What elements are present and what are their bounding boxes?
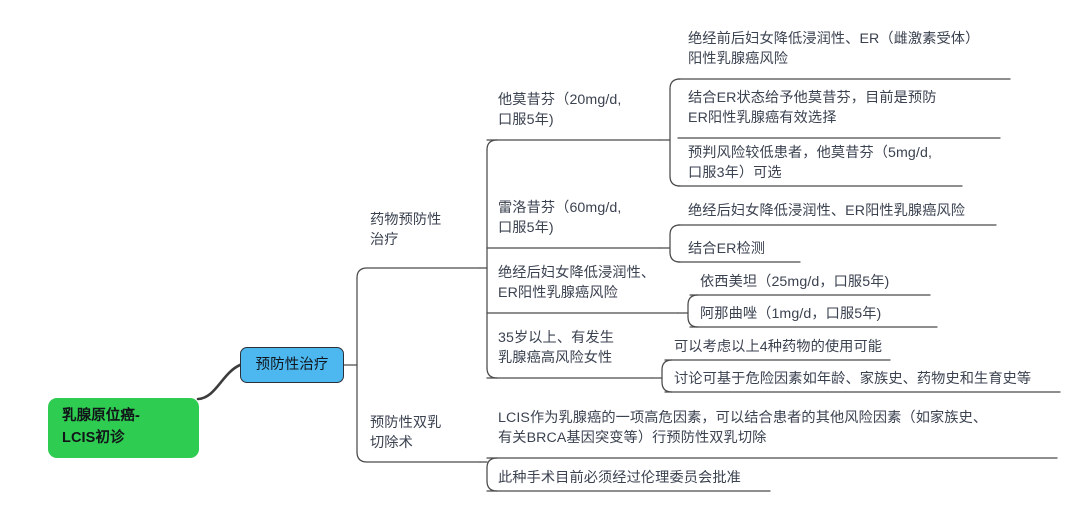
node-tam-leaf-er-status-label: 结合ER状态给予他莫昔芬，目前是预防 ER阳性乳腺癌有效选择 [688, 89, 937, 126]
wire-tam-corner-bottom [669, 175, 681, 187]
node-tam-leaf-low-risk[interactable]: 预判风险较低患者，他莫昔芬（5mg/d, 口服3年）可选 [684, 141, 966, 187]
wire-drug-corner-top [486, 139, 498, 151]
node-bilateral-mastectomy-label: 预防性双乳 切除术 [370, 414, 442, 451]
node-postmenopausal-risk[interactable]: 绝经后妇女降低浸润性、 ER阳性乳腺癌风险 [494, 261, 684, 307]
wire-ral-corner-top [669, 224, 681, 236]
node-preventive-treatment-label: 预防性治疗 [255, 357, 329, 373]
node-tam-leaf-premenopausal-risk[interactable]: 绝经前后妇女降低浸润性、ER（雌激素受体） 阳性乳腺癌风险 [684, 27, 1014, 73]
node-surg-leaf-lcis-factor-label: LCIS作为乳腺癌的一项高危因素，可以结合患者的其他风险因素（如家族史、 有关B… [498, 409, 988, 446]
node-drug-prevention-label: 药物预防性 治疗 [370, 211, 442, 248]
node-raloxifene[interactable]: 雷洛昔芬（60mg/d, 口服5年) [494, 196, 662, 242]
node-risk-leaf-discussion-label: 讨论可基于危险因素如年龄、家族史、药物史和生育史等 [674, 370, 1032, 387]
wire-root-to-level1 [196, 363, 242, 401]
root-node-label: 乳腺原位癌- LCIS初诊 [62, 408, 140, 446]
node-post-leaf-anastrozole-label: 阿那曲唑（1mg/d，口服5年) [700, 305, 882, 322]
node-drug-prevention[interactable]: 药物预防性 治疗 [366, 209, 481, 253]
node-post-leaf-exemestane-label: 依西美坦（25mg/d，口服5年) [700, 273, 890, 290]
node-preventive-treatment[interactable]: 预防性治疗 [240, 347, 344, 383]
node-ral-leaf-er-test-label: 结合ER检测 [688, 240, 766, 257]
node-surg-leaf-ethics-label: 此种手术目前必须经过伦理委员会批准 [498, 469, 741, 486]
node-tamoxifen-label: 他莫昔芬（20mg/d, 口服5年) [498, 91, 622, 128]
node-high-risk-women-label: 35岁以上、有发生 乳腺癌高风险女性 [498, 329, 614, 366]
node-ral-leaf-postmenopausal-risk-label: 绝经后妇女降低浸润性、ER阳性乳腺癌风险 [688, 202, 966, 219]
node-risk-leaf-discussion[interactable]: 讨论可基于危险因素如年龄、家族史、药物史和生育史等 [670, 368, 1062, 392]
wire-level1-to-drug [356, 267, 481, 279]
node-ral-leaf-er-test[interactable]: 结合ER检测 [684, 238, 804, 262]
node-risk-leaf-four-drugs[interactable]: 可以考虑以上4种药物的使用可能 [670, 336, 895, 360]
node-post-leaf-anastrozole[interactable]: 阿那曲唑（1mg/d，口服5年) [696, 303, 941, 327]
node-raloxifene-label: 雷洛昔芬（60mg/d, 口服5年) [498, 199, 622, 236]
node-risk-leaf-four-drugs-label: 可以考虑以上4种药物的使用可能 [674, 338, 883, 355]
node-tam-leaf-er-status[interactable]: 结合ER状态给予他莫昔芬，目前是预防 ER阳性乳腺癌有效选择 [684, 86, 1004, 132]
node-tam-leaf-low-risk-label: 预判风险较低患者，他莫昔芬（5mg/d, 口服3年）可选 [688, 144, 932, 181]
node-tamoxifen[interactable]: 他莫昔芬（20mg/d, 口服5年) [494, 88, 662, 134]
root-node[interactable]: 乳腺原位癌- LCIS初诊 [48, 398, 199, 458]
node-ral-leaf-postmenopausal-risk[interactable]: 绝经后妇女降低浸润性、ER阳性乳腺癌风险 [684, 200, 1000, 224]
node-post-leaf-exemestane[interactable]: 依西美坦（25mg/d，口服5年) [696, 271, 936, 295]
node-surg-leaf-ethics[interactable]: 此种手术目前必须经过伦理委员会批准 [494, 467, 774, 491]
wire-tam-corner-top [669, 78, 681, 90]
node-bilateral-mastectomy[interactable]: 预防性双乳 切除术 [366, 412, 481, 456]
node-postmenopausal-risk-label: 绝经后妇女降低浸润性、 ER阳性乳腺癌风险 [498, 264, 656, 301]
node-surg-leaf-lcis-factor[interactable]: LCIS作为乳腺癌的一项高危因素，可以结合患者的其他风险因素（如家族史、 有关B… [494, 406, 1062, 452]
node-high-risk-women[interactable]: 35岁以上、有发生 乳腺癌高风险女性 [494, 326, 659, 372]
node-tam-leaf-premenopausal-risk-label: 绝经前后妇女降低浸润性、ER（雌激素受体） 阳性乳腺癌风险 [688, 30, 980, 67]
